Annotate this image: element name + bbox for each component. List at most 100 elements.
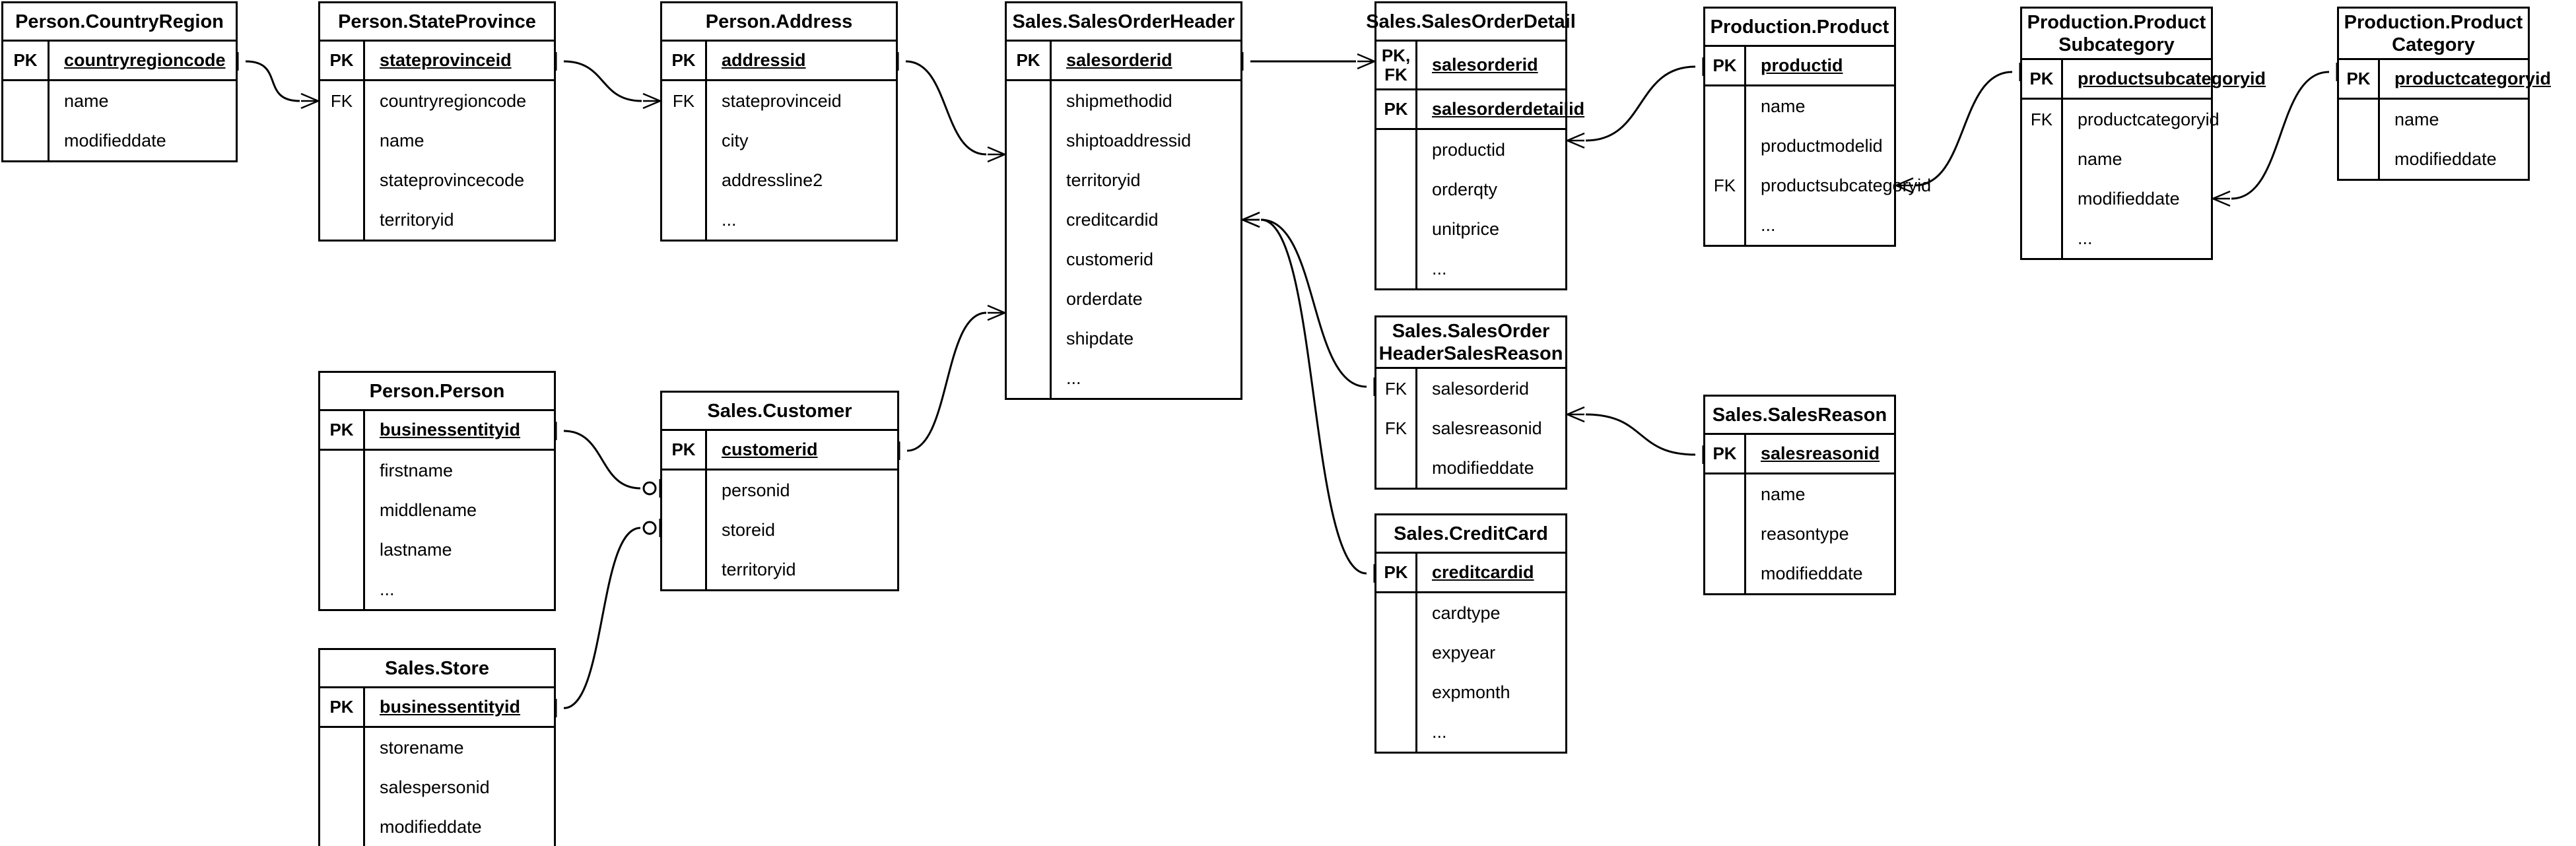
pk-column-name: salesorderid [1432, 55, 1538, 75]
attribute-name: reasontype [1761, 523, 1849, 544]
entity-title: Sales.Customer [662, 393, 897, 431]
pk-column-name: addressid [722, 50, 806, 70]
connector-soh-cc [1242, 211, 1376, 583]
attribute-key-blank [1705, 86, 1744, 126]
attribute-name-column: salesorderid salesreasonid modifieddate [1417, 369, 1565, 488]
attribute-name: city [722, 130, 749, 150]
key-badge: PK [1007, 42, 1052, 79]
key-badge: PK [1376, 90, 1417, 128]
attribute-key-blank [662, 200, 705, 240]
entity-title: Person.Address [662, 3, 896, 42]
pk-row: PK productid [1705, 47, 1894, 86]
attribute-key-blank [320, 807, 363, 846]
attribute-key-column: FK [662, 81, 707, 240]
key-badge: PK [662, 42, 707, 79]
pk-row: PK creditcardid [1376, 554, 1565, 593]
attribute-key-column [320, 451, 365, 609]
entity-title: Person.CountryRegion [3, 3, 236, 42]
attribute-name: unitprice [1432, 218, 1500, 239]
attribute-name: name [1761, 96, 1806, 116]
pk-column-name: businessentityid [380, 697, 521, 717]
key-badge: PK [1705, 47, 1746, 84]
attribute-name: firstname [380, 460, 454, 480]
attribute-key-blank [1705, 205, 1744, 245]
entity-title: Sales.Store [320, 650, 554, 688]
attribute-name: lastname [380, 539, 452, 560]
attribute-name: name [2394, 109, 2439, 129]
attribute-key-blank [662, 471, 705, 510]
attribute-name: shiptoaddressid [1066, 130, 1192, 150]
attribute-name: productmodelid [1761, 135, 1883, 156]
attribute-key-blank [1705, 514, 1744, 554]
key-badge: PK [1376, 554, 1417, 591]
attribute-name: productid [1432, 139, 1506, 160]
attribute-key-blank [2022, 179, 2061, 218]
attribute-name: territoryid [1066, 170, 1141, 190]
attribute-key-blank [320, 121, 363, 160]
pk-column-name: productid [1761, 55, 1843, 75]
attribute-key-blank [1007, 358, 1050, 398]
fk-badge: FK [330, 90, 353, 111]
attribute-key-blank [1376, 633, 1415, 672]
attribute-name: expmonth [1432, 682, 1510, 702]
attribute-name: salesorderid [1432, 378, 1530, 399]
attribute-name: ... [2078, 228, 2093, 248]
attribute-name: ... [1432, 721, 1447, 742]
key-badge: PK [320, 688, 365, 726]
attribute-name: stateprovinceid [722, 90, 842, 111]
attribute-key-blank [1376, 249, 1415, 288]
attribute-name: salesreasonid [1432, 418, 1542, 438]
attribute-key-blank [2022, 218, 2061, 258]
attribute-key-blank [320, 451, 363, 490]
fk-badge: FK [1384, 418, 1407, 438]
pk-column-name: productsubcategoryid [2078, 69, 2266, 88]
entity-title: Sales.SalesReason [1705, 397, 1894, 435]
attribute-key-column [1376, 130, 1417, 288]
key-badge: PK [662, 431, 707, 469]
attribute-key-blank [1007, 200, 1050, 240]
key-badge: PK [2339, 60, 2380, 98]
fk-badge: FK [1713, 175, 1736, 195]
attribute-key-blank [320, 530, 363, 569]
key-badge: PK,FK [1376, 42, 1417, 88]
pk-column-name: creditcardid [1432, 562, 1534, 582]
attribute-key-blank [1376, 130, 1415, 170]
key-badge: PK [2022, 60, 2063, 98]
attribute-name: modifieddate [380, 816, 482, 837]
key-badge: PK [320, 42, 365, 79]
attribute-name: name [380, 130, 424, 150]
attribute-key-blank [320, 728, 363, 767]
attribute-name: storeid [722, 519, 776, 540]
attribute-name: modifieddate [1432, 457, 1534, 478]
